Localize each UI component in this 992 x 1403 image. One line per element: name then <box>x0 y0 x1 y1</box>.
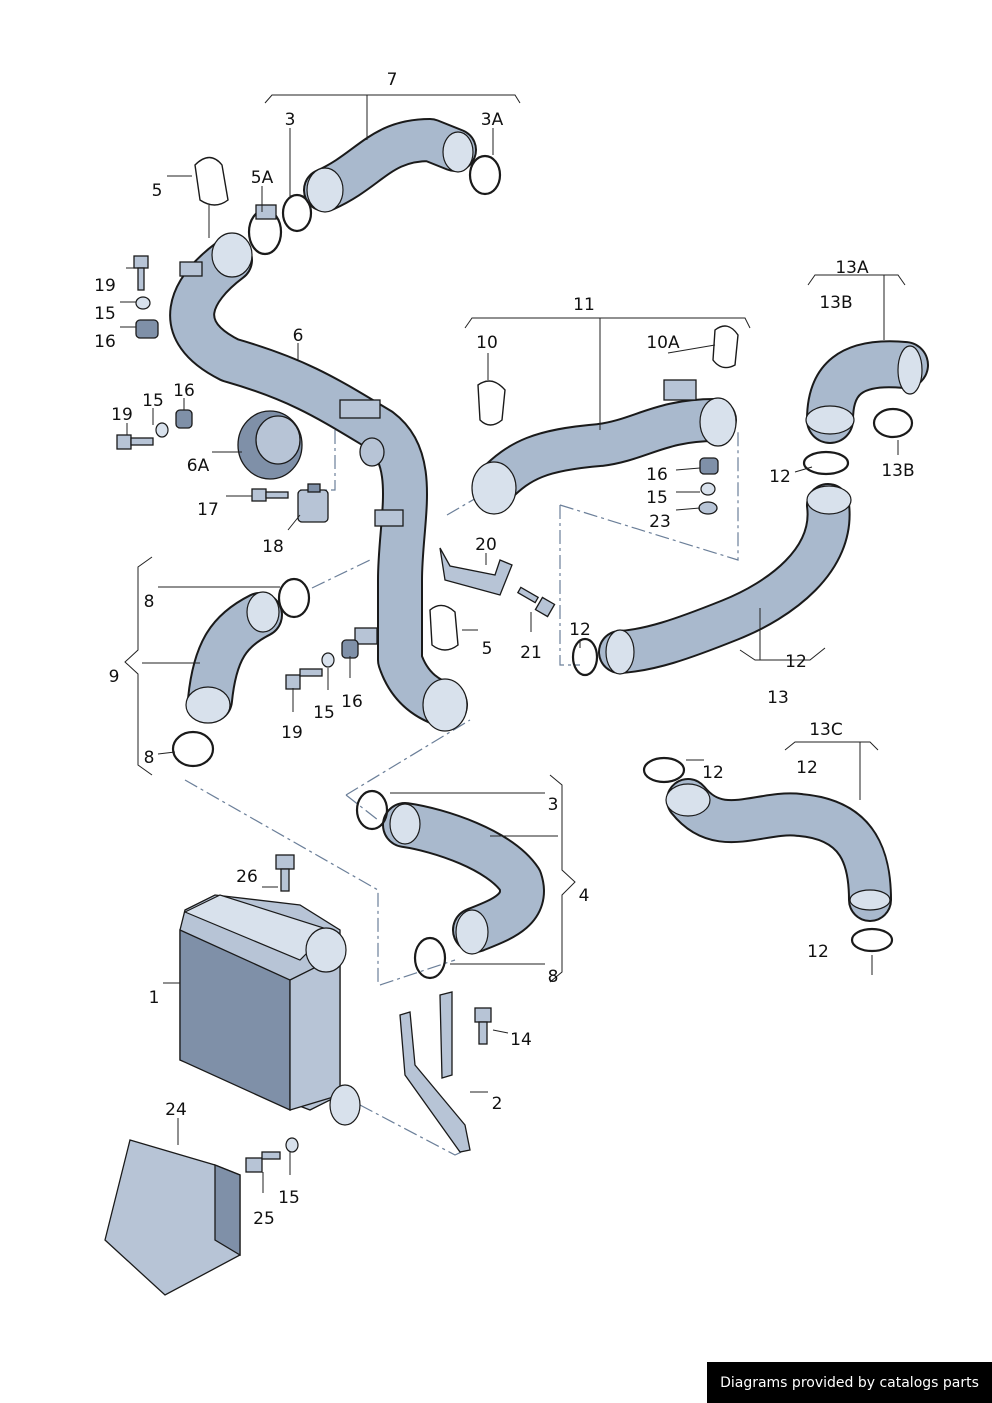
screw-17 <box>251 488 289 502</box>
callout-8: 8 <box>144 592 155 612</box>
oring-12-d <box>850 927 894 953</box>
callout-24: 24 <box>165 1100 187 1120</box>
hose-11 <box>471 379 737 515</box>
oring-12-b <box>571 637 599 677</box>
callout-3: 3 <box>548 795 559 815</box>
callout-3A: 3A <box>481 110 504 130</box>
callout-25: 25 <box>253 1209 275 1229</box>
bolt-14 <box>474 1007 492 1045</box>
callout-8: 8 <box>548 967 559 987</box>
air-duct-24 <box>104 1139 241 1296</box>
callout-5A: 5A <box>251 168 274 188</box>
oring-3A <box>468 154 502 196</box>
pipe-6 <box>169 232 468 732</box>
gasket-10 <box>477 380 506 426</box>
hose-13 <box>598 483 852 675</box>
callout-13C: 13C <box>809 720 843 740</box>
callout-12: 12 <box>796 758 818 778</box>
hose-4 <box>382 802 545 955</box>
callout-19: 19 <box>111 405 133 425</box>
callout-5: 5 <box>482 639 493 659</box>
callout-20: 20 <box>475 535 497 555</box>
leader-lines <box>120 94 906 1193</box>
oring-12-a <box>802 450 850 476</box>
callout-13: 13 <box>767 688 789 708</box>
oring-3 <box>281 193 313 233</box>
callout-18: 18 <box>262 537 284 557</box>
callout-13B: 13B <box>819 293 852 313</box>
callout-12: 12 <box>785 652 807 672</box>
callout-15: 15 <box>313 703 335 723</box>
callout-9: 9 <box>109 667 120 687</box>
callout-10: 10 <box>476 333 498 353</box>
sensor-18 <box>297 483 329 523</box>
callout-23: 23 <box>649 512 671 532</box>
bolt-21 <box>516 586 556 618</box>
oring-12-c <box>642 756 686 784</box>
callout-16: 16 <box>646 465 668 485</box>
callout-14: 14 <box>510 1030 532 1050</box>
bolt-group-left-top <box>133 255 159 339</box>
hose-7 <box>303 118 477 213</box>
callout-4: 4 <box>579 886 590 906</box>
callout-12: 12 <box>807 942 829 962</box>
resonator-6A <box>237 410 303 480</box>
callout-15: 15 <box>142 391 164 411</box>
bolt-group-right <box>698 457 719 515</box>
callout-11: 11 <box>573 295 595 315</box>
oring-8-b <box>171 730 215 768</box>
callout-16: 16 <box>94 332 116 352</box>
hose-13C <box>665 778 892 922</box>
callout-12: 12 <box>569 620 591 640</box>
callout-6: 6 <box>293 326 304 346</box>
intercooler-1 <box>179 894 361 1126</box>
gasket-10A <box>712 325 739 369</box>
callout-13A: 13A <box>835 258 869 278</box>
elbow-13A <box>805 340 929 444</box>
callout-17: 17 <box>197 500 219 520</box>
callout-12: 12 <box>702 763 724 783</box>
callout-15: 15 <box>94 304 116 324</box>
callout-6A: 6A <box>187 456 210 476</box>
callout-1: 1 <box>149 988 160 1008</box>
callout-10A: 10A <box>646 333 680 353</box>
bolt-group-left-mid <box>116 409 193 450</box>
gasket-5-mid <box>429 604 459 651</box>
oring-8-c <box>413 936 447 980</box>
callout-2: 2 <box>492 1094 503 1114</box>
callout-15: 15 <box>278 1188 300 1208</box>
callout-12: 12 <box>769 467 791 487</box>
clamp-5A <box>247 204 283 256</box>
bracket-20 <box>439 547 513 596</box>
callout-19: 19 <box>281 723 303 743</box>
oring-8-a <box>277 577 311 619</box>
callout-8: 8 <box>144 748 155 768</box>
hose-9 <box>185 591 283 724</box>
gasket-5-top <box>194 156 229 206</box>
callout-3: 3 <box>285 110 296 130</box>
callout-21: 21 <box>520 643 542 663</box>
callout-19: 19 <box>94 276 116 296</box>
callout-16: 16 <box>173 381 195 401</box>
callout-labels: 7 3 3A 5 5A 19 15 16 6 19 15 16 6A 17 18… <box>94 70 914 1229</box>
oring-13B <box>872 407 914 439</box>
footer-credit: Diagrams provided by catalogs parts <box>707 1362 992 1403</box>
oring-3-lower <box>355 789 389 831</box>
callout-26: 26 <box>236 867 258 887</box>
callout-7: 7 <box>387 70 398 90</box>
bolt-25 <box>245 1137 299 1173</box>
bolt-group-center <box>285 639 359 690</box>
callout-5: 5 <box>152 181 163 201</box>
bracket-2 <box>399 991 471 1153</box>
bolt-26 <box>275 854 295 892</box>
callout-13B: 13B <box>881 461 914 481</box>
callout-15: 15 <box>646 488 668 508</box>
callout-16: 16 <box>341 692 363 712</box>
